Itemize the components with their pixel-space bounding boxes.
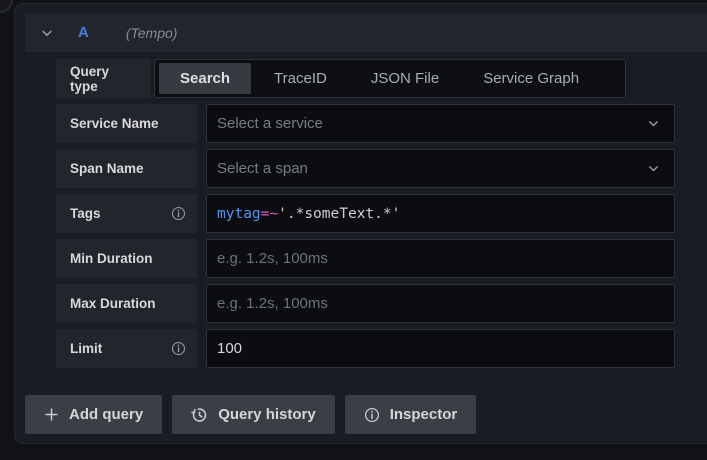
datasource-label: (Tempo) — [125, 24, 178, 41]
max-duration-input[interactable] — [206, 284, 675, 323]
chevron-down-icon[interactable] — [647, 117, 660, 130]
limit-row: Limit — [56, 329, 675, 368]
query-type-row: Query type Search TraceID JSON File Serv… — [56, 59, 675, 98]
chevron-down-icon[interactable] — [647, 162, 660, 175]
span-name-select[interactable]: Select a span — [206, 149, 675, 188]
info-icon[interactable] — [171, 341, 186, 356]
plus-icon — [44, 407, 59, 422]
collapse-query-button[interactable] — [40, 26, 54, 40]
query-header[interactable]: A (Tempo) — [25, 13, 707, 52]
span-name-placeholder: Select a span — [217, 160, 308, 177]
chevron-down-icon — [40, 26, 54, 40]
query-actions: Add query Query history Inspector — [25, 395, 477, 434]
service-name-label: Service Name — [56, 104, 197, 143]
limit-input[interactable] — [206, 329, 675, 368]
service-name-select[interactable]: Select a service — [206, 104, 675, 143]
query-type-tab-bar: Search TraceID JSON File Service Graph — [154, 59, 626, 98]
tab-service-graph[interactable]: Service Graph — [483, 70, 580, 87]
service-name-row: Service Name Select a service — [56, 104, 675, 143]
info-icon[interactable] — [171, 206, 186, 221]
min-duration-label: Min Duration — [56, 239, 197, 278]
query-history-button[interactable]: Query history — [172, 395, 335, 434]
tags-code-pattern: '.*someText.*' — [278, 205, 401, 222]
service-name-placeholder: Select a service — [217, 115, 323, 132]
query-type-label: Query type — [56, 59, 151, 98]
query-editor-panel: A (Tempo) Query type Search TraceID JSON… — [14, 3, 707, 444]
inspector-button[interactable]: Inspector — [344, 395, 477, 434]
max-duration-row: Max Duration — [56, 284, 675, 323]
tab-search[interactable]: Search — [159, 63, 252, 94]
tags-label: Tags — [56, 194, 197, 233]
span-name-label: Span Name — [56, 149, 197, 188]
query-ref-id[interactable]: A — [78, 24, 89, 41]
tab-json-file[interactable]: JSON File — [370, 70, 440, 87]
min-duration-row: Min Duration — [56, 239, 675, 278]
max-duration-label: Max Duration — [56, 284, 197, 323]
tags-row: Tags mytag=~'.*someText.*' — [56, 194, 675, 233]
tags-input[interactable]: mytag=~'.*someText.*' — [206, 194, 675, 233]
background-corner-shape — [0, 0, 13, 13]
add-query-button[interactable]: Add query — [25, 395, 163, 434]
span-name-row: Span Name Select a span — [56, 149, 675, 188]
info-icon — [364, 407, 380, 423]
tags-code-operator: =~ — [260, 205, 279, 222]
limit-label: Limit — [56, 329, 197, 368]
tags-code-key: mytag — [217, 205, 261, 222]
tab-traceid[interactable]: TraceID — [274, 70, 327, 87]
min-duration-input[interactable] — [206, 239, 675, 278]
history-icon — [191, 406, 208, 423]
